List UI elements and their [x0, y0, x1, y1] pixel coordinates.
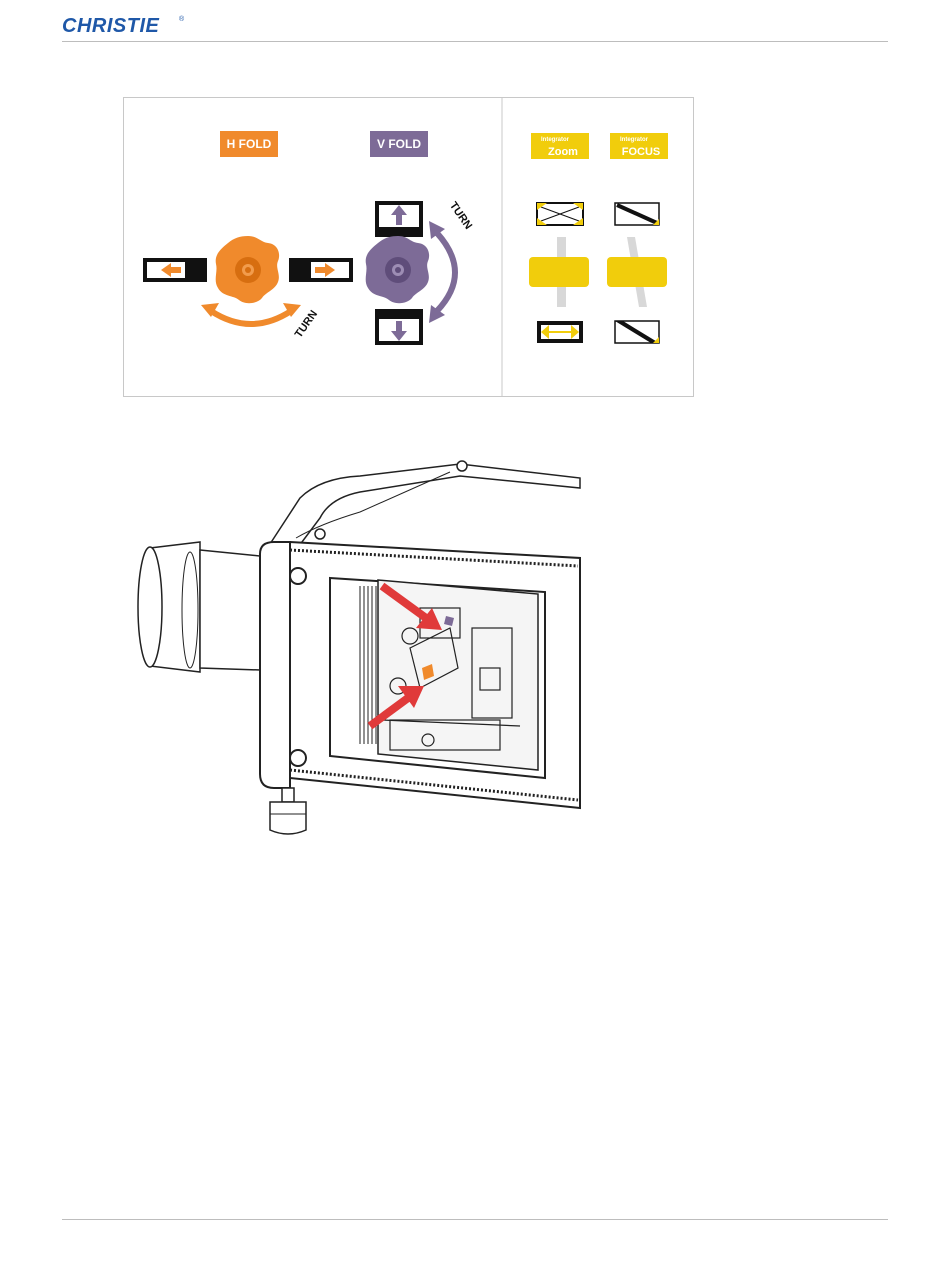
projector-lens: [138, 542, 260, 672]
integrator-zoom-label: Zoom: [548, 146, 578, 158]
zoom-expand-icon: [537, 203, 583, 225]
hfold-left-slide-icon: [143, 258, 207, 282]
hfold-label: H FOLD: [227, 137, 272, 151]
zoom-contract-icon: [537, 321, 583, 343]
integrator-focus-label: FOCUS: [622, 146, 661, 158]
footer-rule: [62, 1219, 888, 1220]
christie-logo: CHRISTIE ®: [62, 12, 202, 38]
projector-illustration: [120, 458, 590, 840]
focus-tilt-icon: [615, 203, 659, 225]
integrator-zoom-small-label: Integrator: [541, 137, 570, 143]
vfold-bottom-slide-icon: [375, 309, 423, 345]
adjustment-diagram: H FOLD V FOLD TURN: [123, 97, 694, 397]
logo-registered-mark: ®: [179, 15, 185, 23]
focus-tilt-alt-icon: [615, 321, 659, 343]
vfold-label: V FOLD: [377, 137, 421, 151]
focus-slider-handle: [607, 257, 667, 287]
projector-foot: [270, 788, 306, 834]
integrator-focus-small-label: Integrator: [620, 137, 649, 143]
header-rule: [62, 41, 888, 42]
hfold-right-slide-icon: [289, 258, 353, 282]
logo-text: CHRISTIE: [62, 15, 160, 37]
zoom-slider-handle: [529, 257, 589, 287]
vfold-top-slide-icon: [375, 201, 423, 237]
